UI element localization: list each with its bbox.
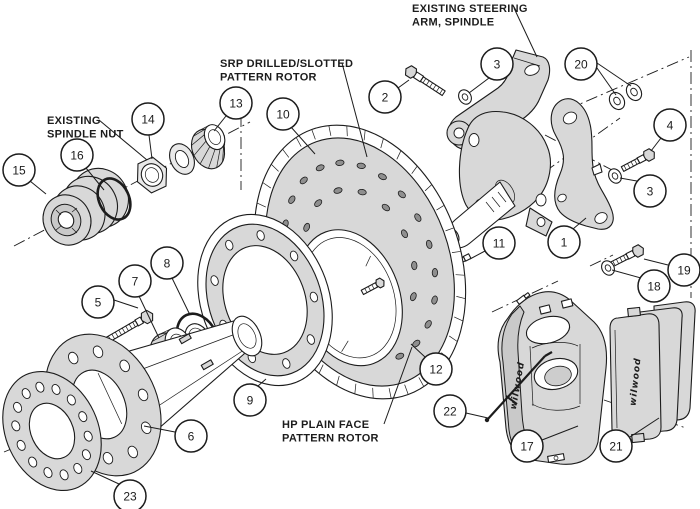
hp-rotor-label-line: HP PLAIN FACE xyxy=(282,419,369,431)
callout-number: 14 xyxy=(141,112,155,126)
callout-number: 23 xyxy=(123,489,137,503)
callout-2: 2 xyxy=(368,79,410,114)
washer-3-upper xyxy=(458,89,472,105)
callout-23: 23 xyxy=(90,470,147,509)
washer-18 xyxy=(601,260,615,276)
hp-rotor-label: HP PLAIN FACE PATTERN ROTOR xyxy=(282,346,413,445)
bolt-4 xyxy=(620,148,655,172)
callout-20: 20 xyxy=(564,47,632,96)
callout-number: 18 xyxy=(647,279,661,293)
bolt-2 xyxy=(404,65,446,97)
caliper-bracket xyxy=(550,98,614,230)
hub-adapter-23 xyxy=(2,370,102,492)
callout-number: 1 xyxy=(561,235,568,249)
callout-18: 18 xyxy=(611,269,671,303)
retaining-pin xyxy=(484,351,553,423)
callout-number: 2 xyxy=(382,90,389,104)
brake-pads: wilwood xyxy=(609,301,696,444)
callout-number: 21 xyxy=(609,439,623,453)
callout-number: 19 xyxy=(677,263,691,277)
callout-7: 7 xyxy=(118,264,160,339)
hat-wheel-stud xyxy=(360,277,385,296)
callout-16: 16 xyxy=(60,138,105,191)
callout-11: 11 xyxy=(469,226,516,260)
callout-19: 19 xyxy=(643,253,700,287)
callout-number: 3 xyxy=(647,184,654,198)
callout-number: 22 xyxy=(443,404,457,418)
callout-number: 3 xyxy=(494,57,501,71)
outer-bearing-13 xyxy=(190,124,226,170)
callout-6: 6 xyxy=(143,419,208,453)
spindle-nut-label-line: EXISTING xyxy=(47,115,101,127)
steering-arm-label: EXISTING STEERING ARM, SPINDLE xyxy=(412,3,538,58)
callout-number: 12 xyxy=(429,362,443,376)
callout-number: 9 xyxy=(247,393,254,407)
callout-number: 13 xyxy=(229,96,243,110)
spindle-nut-label-line: SPINDLE NUT xyxy=(47,129,124,141)
callout-14: 14 xyxy=(131,102,165,160)
annotations: 12334567891011121314151617181920212223EX… xyxy=(2,3,700,509)
callout-1: 1 xyxy=(547,217,587,259)
callout-5: 5 xyxy=(81,285,139,319)
callout-number: 8 xyxy=(164,256,171,270)
callout-number: 10 xyxy=(276,107,290,121)
spindle-nut-label: EXISTING SPINDLE NUT xyxy=(47,115,148,161)
callout-number: 6 xyxy=(188,429,195,443)
callout-number: 11 xyxy=(493,236,506,250)
callout-number: 17 xyxy=(520,439,534,453)
srp-rotor-label-line: PATTERN ROTOR xyxy=(220,72,317,84)
callout-13: 13 xyxy=(213,86,253,132)
callout-number: 20 xyxy=(574,57,588,71)
caliper: wilwood xyxy=(497,291,608,465)
steering-arm-label-line: EXISTING STEERING xyxy=(412,3,528,15)
srp-rotor-label-line: SRP DRILLED/SLOTTED xyxy=(220,58,353,70)
dust-cap-15 xyxy=(42,167,130,246)
washer-3-lower xyxy=(608,168,622,184)
callout-4: 4 xyxy=(650,108,687,152)
callout-10: 10 xyxy=(266,97,316,155)
callout-number: 7 xyxy=(132,274,139,288)
callout-number: 15 xyxy=(12,163,26,177)
srp-rotor-label: SRP DRILLED/SLOTTED PATTERN ROTOR xyxy=(220,58,368,158)
callout-3: 3 xyxy=(468,47,514,94)
steering-arm-label-line: ARM, SPINDLE xyxy=(412,17,494,29)
callout-number: 4 xyxy=(667,118,674,132)
callout-15: 15 xyxy=(2,153,47,195)
callout-17: 17 xyxy=(510,425,579,463)
callout-8: 8 xyxy=(150,246,191,316)
callout-3: 3 xyxy=(619,174,667,208)
bolt-19 xyxy=(609,244,644,268)
callout-9: 9 xyxy=(233,378,267,417)
callout-number: 16 xyxy=(70,148,84,162)
spindle-washer xyxy=(169,143,195,175)
washers-20 xyxy=(608,82,643,111)
callout-22: 22 xyxy=(433,394,489,428)
callout-21: 21 xyxy=(599,417,660,463)
o-ring-16 xyxy=(96,177,132,221)
callout-number: 5 xyxy=(95,295,102,309)
hp-rotor-label-line: PATTERN ROTOR xyxy=(282,433,379,445)
spindle-nut-14 xyxy=(136,156,168,194)
callout-12: 12 xyxy=(410,343,453,386)
